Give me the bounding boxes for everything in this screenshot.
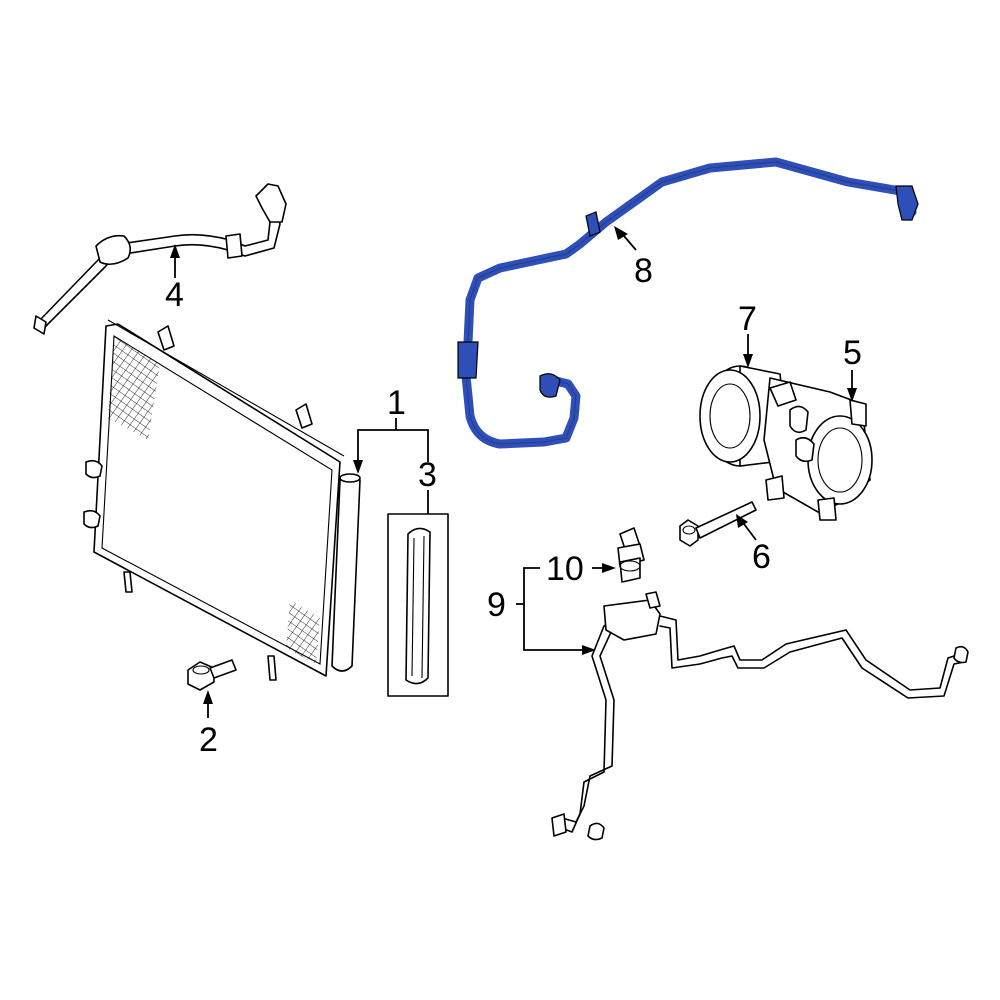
bolt-6 [679, 501, 757, 547]
callout-leaders [170, 226, 857, 718]
callout-6: 6 [752, 538, 771, 576]
discharge-hose [33, 183, 287, 335]
callout-3: 3 [418, 456, 437, 494]
bolt-2 [187, 659, 237, 691]
callout-7: 7 [738, 300, 757, 338]
callout-4: 4 [165, 276, 184, 314]
condenser [83, 319, 361, 681]
callout-8: 8 [634, 252, 653, 290]
pressure-switch [617, 527, 645, 583]
callout-5: 5 [843, 334, 862, 372]
callout-1: 1 [387, 384, 406, 422]
callout-10: 10 [546, 550, 584, 588]
callout-2: 2 [199, 721, 218, 759]
liquid-line [551, 591, 969, 841]
compressor [699, 365, 873, 521]
suction-hose [457, 157, 919, 449]
callout-9: 9 [487, 586, 506, 624]
desiccant [387, 513, 449, 697]
